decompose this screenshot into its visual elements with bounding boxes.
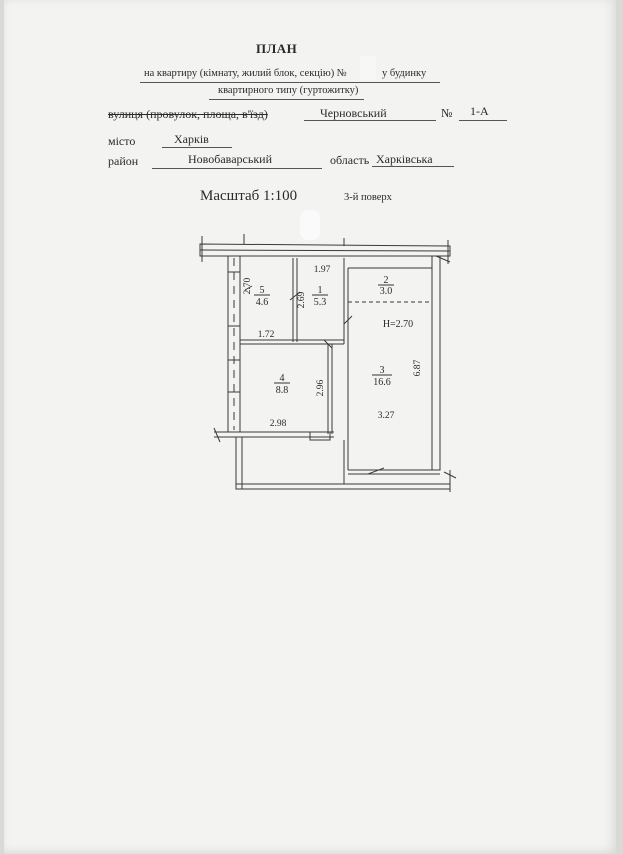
apartment-line-suffix: у будинку — [382, 68, 427, 79]
dim-2-70: 2.70 — [243, 277, 253, 294]
redaction-mark-2 — [300, 210, 320, 240]
room-2-number: 2 — [384, 275, 389, 286]
building-type-line: квартирного типу (гуртожитку) — [218, 85, 359, 96]
document-sheet: ПЛАН на квартиру (кімнату, жилий блок, с… — [4, 0, 616, 854]
redaction-mark — [360, 56, 376, 80]
floor-label: 3-й поверх — [344, 192, 392, 203]
scale-label: Масштаб 1:100 — [200, 188, 298, 204]
room-4-area: 8.8 — [276, 385, 289, 396]
dim-1-72: 1.72 — [258, 330, 275, 340]
room-5-number: 5 — [260, 285, 265, 296]
district-value: Новобаварський — [188, 152, 272, 166]
room-2-area: 3.0 — [380, 286, 393, 297]
region-value: Харківська — [376, 152, 433, 166]
city-label: місто — [108, 134, 136, 148]
apartment-line: на квартиру (кімнату, жилий блок, секцію… — [144, 68, 347, 79]
plan-title: ПЛАН — [256, 41, 298, 56]
room-5-area: 4.6 — [256, 297, 269, 308]
street-label: вулиця (провулок, площа, в'їзд) — [108, 107, 268, 121]
dim-2-69: 2.69 — [297, 291, 307, 308]
dim-6-87: 6.87 — [413, 359, 423, 376]
district-label: район — [108, 154, 139, 168]
room-1-area: 5.3 — [314, 297, 327, 308]
region-label: область — [330, 153, 370, 167]
room-1-number: 1 — [318, 285, 323, 296]
dim-1-97: 1.97 — [314, 265, 331, 275]
floor-plan: 5 4.6 1 5.3 2 3.0 3 16.6 4 8.8 1.97 2.70… — [199, 234, 457, 492]
street-value: Черновський — [320, 106, 387, 120]
dim-3-27: 3.27 — [378, 411, 395, 421]
room-4-number: 4 — [280, 373, 285, 384]
room-3-area: 16.6 — [373, 377, 391, 388]
number-label: № — [441, 106, 453, 120]
ceiling-height: H=2.70 — [383, 319, 413, 330]
room-3-number: 3 — [380, 365, 385, 376]
number-value: 1-А — [470, 104, 489, 118]
dim-2-96: 2.96 — [316, 379, 326, 396]
city-value: Харків — [174, 132, 209, 146]
dim-2-98: 2.98 — [270, 419, 287, 429]
